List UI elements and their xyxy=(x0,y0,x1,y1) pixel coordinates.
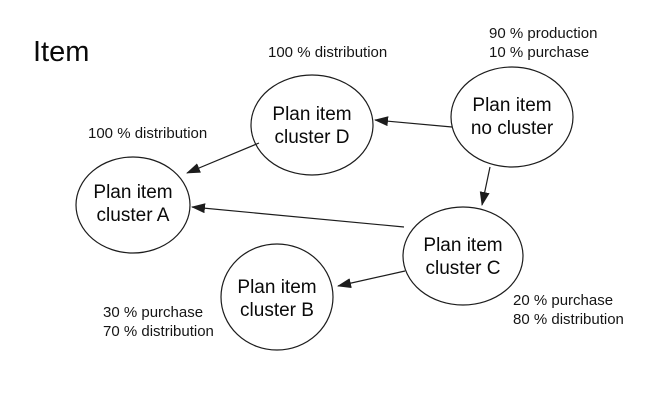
node-label-line: Plan item xyxy=(237,277,317,298)
annotation-line: 80 % distribution xyxy=(513,311,624,328)
node-label-cluster-b: Plan item cluster B xyxy=(237,276,316,322)
annotation-cluster-b-mix: 30 % purchase 70 % distribution xyxy=(103,303,214,341)
node-label-line: Plan item xyxy=(93,182,173,203)
annotation-line: 30 % purchase xyxy=(103,304,204,321)
annotation-cluster-a-mix: 100 % distribution xyxy=(88,124,207,143)
node-label-line: cluster A xyxy=(96,205,170,226)
annotation-line: 100 % distribution xyxy=(268,44,388,61)
edge-cluster-c-to-cluster-a xyxy=(191,203,405,228)
node-ellipse-no-cluster xyxy=(450,66,574,168)
edge-cluster-d-to-cluster-a xyxy=(186,142,260,174)
node-label-cluster-c: Plan item cluster C xyxy=(423,234,502,280)
node-label-line: Plan item xyxy=(472,95,552,116)
edge-cluster-c-to-cluster-b xyxy=(337,270,406,289)
node-ellipse-cluster-a xyxy=(75,156,191,254)
node-label-line: Plan item xyxy=(272,104,352,125)
edge-no-cluster-to-cluster-c xyxy=(479,166,491,206)
node-label-line: Plan item xyxy=(423,235,503,256)
annotation-line: 90 % production xyxy=(489,25,598,42)
node-ellipse-cluster-b xyxy=(220,243,334,351)
node-label-line: cluster C xyxy=(425,258,501,279)
annotation-line: 10 % purchase xyxy=(489,44,590,61)
node-label-line: cluster B xyxy=(240,300,314,321)
node-label-line: no cluster xyxy=(470,118,554,139)
node-label-no-cluster: Plan item no cluster xyxy=(471,94,553,140)
annotation-line: 70 % distribution xyxy=(103,323,214,340)
annotation-no-cluster-mix: 90 % production 10 % purchase xyxy=(489,24,597,62)
node-label-cluster-a: Plan item cluster A xyxy=(93,181,172,227)
node-label-line: cluster D xyxy=(274,127,350,148)
annotation-cluster-c-mix: 20 % purchase 80 % distribution xyxy=(513,291,624,329)
node-ellipse-cluster-d xyxy=(250,74,374,176)
node-ellipse-cluster-c xyxy=(402,206,524,306)
node-label-cluster-d: Plan item cluster D xyxy=(272,103,351,149)
page-title: Item xyxy=(33,36,90,68)
annotation-cluster-d-mix: 100 % distribution xyxy=(268,43,387,62)
annotation-line: 20 % purchase xyxy=(513,292,614,309)
edge-no-cluster-to-cluster-d xyxy=(374,116,453,128)
annotation-line: 100 % distribution xyxy=(88,125,208,142)
